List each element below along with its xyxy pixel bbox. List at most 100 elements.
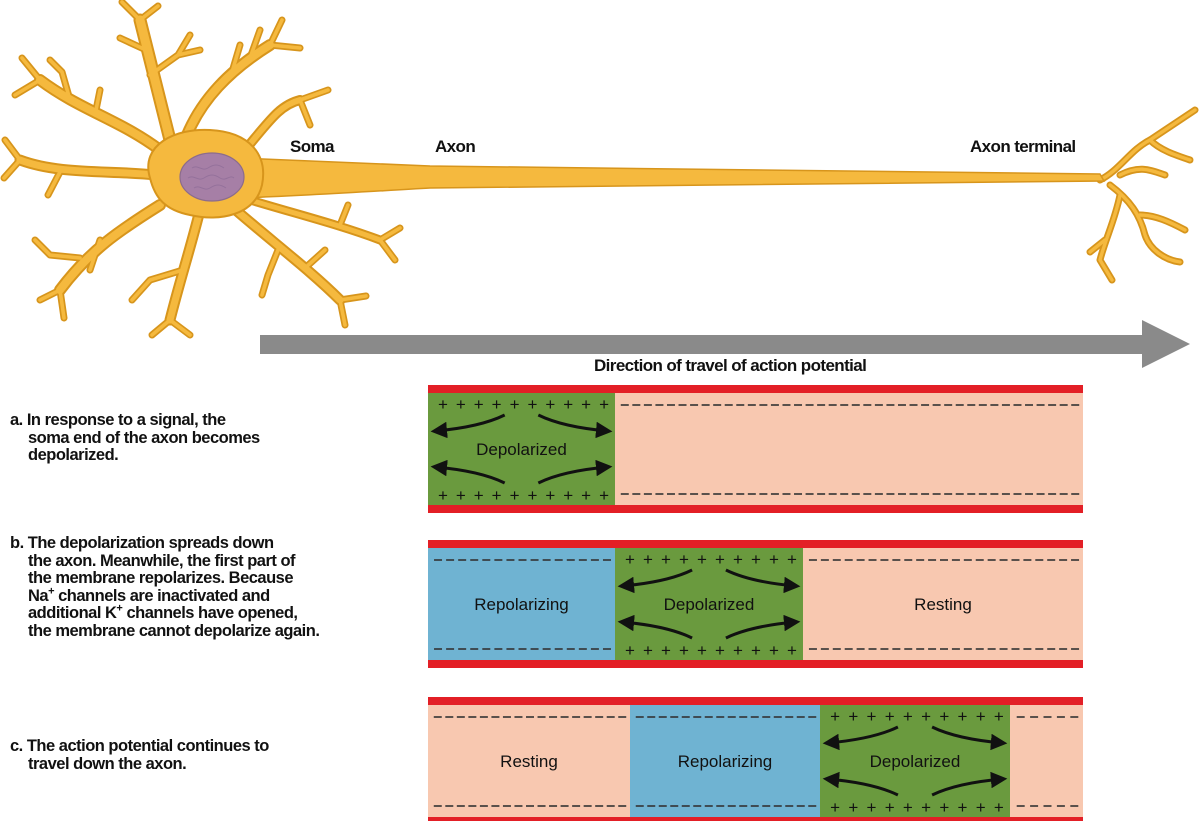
plus-charge: + [976, 707, 986, 726]
repolarizing-segment: Repolarizing [428, 548, 615, 660]
plus-charge: + [643, 550, 653, 569]
plus-charge: + [679, 641, 689, 660]
plus-charge: + [733, 550, 743, 569]
plus-charge: + [527, 486, 537, 505]
plus-charge: + [921, 707, 931, 726]
segment-label: Depolarized [664, 595, 755, 614]
plus-charge: + [885, 707, 895, 726]
soma-label: Soma [290, 137, 334, 157]
membrane-panels: ++++++++++++++++++++DepolarizedRepolariz… [428, 385, 1083, 821]
resting-segment: Resting [428, 705, 630, 817]
plus-charge: + [848, 707, 858, 726]
plus-charge: + [661, 641, 671, 660]
plus-charge: + [438, 395, 448, 414]
membrane-panel-c: Resting Repolarizing + + + + + + + + + + + + + + + + + + + + D… [428, 697, 1083, 821]
plus-charge: + [715, 641, 725, 660]
axon [240, 158, 1104, 198]
plus-charge: + [474, 395, 484, 414]
membrane-top [428, 385, 1083, 393]
resting-segment: Resting [803, 548, 1083, 660]
plus-charge: + [958, 707, 968, 726]
plus-charge: + [715, 550, 725, 569]
plus-charge: + [921, 798, 931, 817]
plus-charge: + [581, 486, 591, 505]
plus-charge: + [994, 798, 1004, 817]
plus-charge: + [599, 486, 609, 505]
resting-segment [1010, 705, 1083, 817]
plus-charge: + [958, 798, 968, 817]
resting-region [615, 393, 1083, 505]
plus-charge: + [456, 395, 466, 414]
axon-terminal-branches [1090, 110, 1195, 280]
segment-label: Depolarized [476, 440, 567, 459]
na-line: Na+ channels are inactivated and [10, 588, 319, 606]
plus-charge: + [697, 641, 707, 660]
neuron-illustration [4, 2, 1195, 335]
plus-charge: + [939, 707, 949, 726]
plus-charge: + [903, 707, 913, 726]
membrane-top [428, 540, 1083, 548]
plus-charge: + [867, 707, 877, 726]
membrane-bottom [428, 817, 1083, 821]
plus-charge: + [867, 798, 877, 817]
depolarized-segment: + + + + + + + + + + + + + + + + + + + + Depolarized [615, 548, 803, 660]
plus-charge: + [492, 486, 502, 505]
plus-charge: + [769, 641, 779, 660]
plus-charge: + [939, 798, 949, 817]
membrane-top [428, 697, 1083, 705]
plus-charge: + [769, 550, 779, 569]
resting-segment [615, 393, 1083, 505]
plus-charge: + [830, 707, 840, 726]
segment-label: Resting [500, 752, 558, 771]
step-b-text: b. The depolarization spreads down the a… [10, 535, 319, 640]
plus-charge: + [438, 486, 448, 505]
plus-charge: + [848, 798, 858, 817]
plus-charge: + [697, 550, 707, 569]
plus-charge: + [581, 395, 591, 414]
depolarized-segment: + + + + + + + + + + + + + + + + + + + + Depolarized [820, 705, 1010, 817]
segment-label: Resting [914, 595, 972, 614]
plus-charge: + [751, 550, 761, 569]
resting-region [1010, 705, 1083, 817]
plus-charge: + [751, 641, 761, 660]
direction-caption: Direction of travel of action potential [594, 356, 866, 376]
plus-charge: + [661, 550, 671, 569]
plus-charge: + [474, 486, 484, 505]
plus-charge: + [679, 550, 689, 569]
membrane-panel-b: Repolarizing + + + + + + + + + + + + + + + + + + + + Depolari… [428, 540, 1083, 668]
plus-charge: + [510, 486, 520, 505]
plus-charge: + [787, 550, 797, 569]
axon-terminal-label: Axon terminal [970, 137, 1076, 157]
plus-charge: + [492, 395, 502, 414]
plus-charge: + [733, 641, 743, 660]
plus-charge: + [456, 486, 466, 505]
step-c-text: c. The action potential continues to tra… [10, 738, 269, 773]
plus-charge: + [563, 486, 573, 505]
plus-charge: + [885, 798, 895, 817]
plus-charge: + [787, 641, 797, 660]
plus-charge: + [625, 550, 635, 569]
segment-label: Repolarizing [678, 752, 773, 771]
plus-charge: + [994, 707, 1004, 726]
plus-charge: + [643, 641, 653, 660]
membrane-panel-a: + + + + + + + + + + + + + + + + + + + + Depolarized [428, 385, 1083, 513]
plus-charge: + [545, 486, 555, 505]
plus-charge: + [510, 395, 520, 414]
segment-label: Depolarized [870, 752, 961, 771]
membrane-bottom [428, 660, 1083, 668]
plus-charge: + [527, 395, 537, 414]
axon-label: Axon [435, 137, 475, 157]
plus-charge: + [976, 798, 986, 817]
depolarized-segment: + + + + + + + + + + + + + + + + + + + + Depolarized [428, 393, 615, 505]
plus-charge: + [625, 641, 635, 660]
plus-charge: + [599, 395, 609, 414]
membrane-bottom [428, 505, 1083, 513]
plus-charge: + [903, 798, 913, 817]
plus-charge: + [563, 395, 573, 414]
plus-charge: + [545, 395, 555, 414]
repolarizing-segment: Repolarizing [630, 705, 820, 817]
plus-charge: + [830, 798, 840, 817]
step-a-text: a. In response to a signal, the soma end… [10, 412, 260, 465]
k-line: additional K+ channels have opened, [10, 605, 319, 623]
segment-label: Repolarizing [474, 595, 569, 614]
